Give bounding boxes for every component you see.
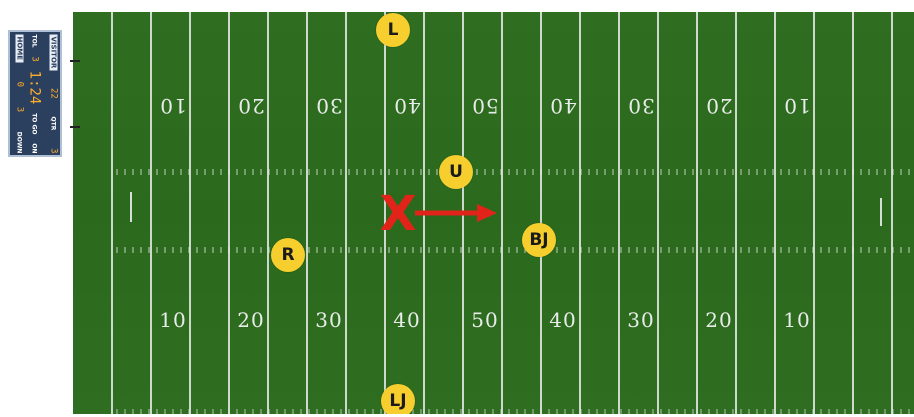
foul-overlay: X <box>73 12 914 414</box>
official-marker-u[interactable]: U <box>439 155 473 189</box>
home-score: 0 <box>14 81 24 86</box>
tol-visitor: 3 <box>29 56 39 61</box>
to-go-label: TO GO <box>31 113 38 134</box>
scoreboard-post <box>70 126 80 128</box>
official-marker-r[interactable]: R <box>271 238 305 272</box>
tol-home: 3 <box>14 106 24 111</box>
official-marker-l[interactable]: L <box>376 13 410 47</box>
tol-label: TOL <box>31 34 38 47</box>
qtr-value: 3 <box>48 148 58 153</box>
on-label: ON <box>31 143 38 153</box>
down-label: DOWN <box>16 131 23 153</box>
visitor-label: VISITOR <box>49 34 57 70</box>
arrow-right-icon <box>415 204 497 222</box>
home-label: HOME <box>15 34 23 62</box>
scoreboard: VISITOR 22 QTR 3 TOL 3 1:24 TO GO ON HOM… <box>8 30 68 157</box>
scoreboard-panel: VISITOR 22 QTR 3 TOL 3 1:24 TO GO ON HOM… <box>8 30 62 157</box>
qtr-label: QTR <box>50 116 57 130</box>
scoreboard-face: VISITOR 22 QTR 3 TOL 3 1:24 TO GO ON HOM… <box>10 32 60 155</box>
official-marker-bj[interactable]: BJ <box>522 223 556 257</box>
scoreboard-post <box>70 60 80 62</box>
game-clock: 1:24 <box>26 70 42 104</box>
football-field: 10 20 30 40 50 40 30 20 10 10 20 30 40 5… <box>73 12 914 414</box>
official-marker-lj[interactable]: LJ <box>381 384 415 414</box>
visitor-score: 22 <box>48 88 58 99</box>
foul-spot-x: X <box>379 186 416 242</box>
